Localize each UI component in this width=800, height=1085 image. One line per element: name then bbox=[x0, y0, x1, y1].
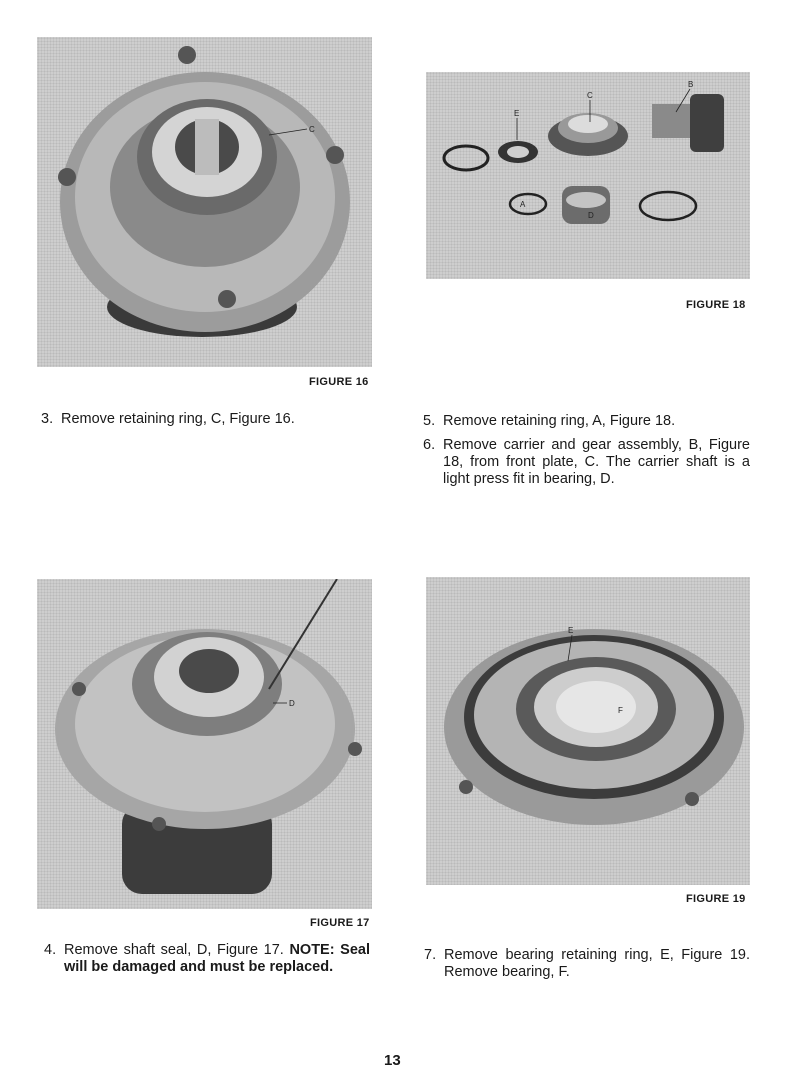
step-5-text: Remove retaining ring, A, Figure 18. bbox=[443, 413, 676, 429]
step-6: 6. Remove carrier and gear assembly, B, … bbox=[423, 437, 750, 497]
figure-19-plate-illustration: E F bbox=[444, 626, 744, 825]
step-4-body: Remove shaft seal, D, Figure 17. NOTE: S… bbox=[64, 942, 370, 976]
step-4-note: NOTE: Seal will be damaged and must be r… bbox=[64, 942, 370, 975]
step-4-number: 4. bbox=[44, 942, 57, 958]
step-6-number: 6. bbox=[423, 437, 436, 453]
step-4: 4. Remove shaft seal, D, Figure 17. NOTE… bbox=[44, 942, 370, 982]
figure-16-label-c: C bbox=[309, 125, 315, 134]
figure-18-label-c: C bbox=[587, 91, 593, 100]
step-7-text: Remove bearing retaining ring, E, Figure… bbox=[444, 947, 750, 980]
figure-19-label-e: E bbox=[568, 626, 573, 635]
figure-19-label-f: F bbox=[618, 706, 623, 715]
figure-18-parts-illustration: E C B A D bbox=[442, 80, 724, 224]
figure-16-housing-illustration: C bbox=[58, 46, 350, 337]
figure-18-label-b: B bbox=[688, 80, 693, 89]
figure-18-label-e: E bbox=[514, 109, 519, 118]
figure-17-label-d: D bbox=[289, 699, 295, 708]
figure-17-photo: D bbox=[37, 579, 372, 909]
step-3-text: Remove retaining ring, C, Figure 16. bbox=[61, 411, 295, 427]
step-5: 5. Remove retaining ring, A, Figure 18. bbox=[423, 413, 750, 433]
figure-19-photo: E F bbox=[426, 577, 750, 885]
figure-17-housing-illustration: D bbox=[55, 579, 362, 894]
figure-18-label-a: A bbox=[520, 200, 526, 209]
step-7: 7. Remove bearing retaining ring, E, Fig… bbox=[424, 947, 750, 987]
figure-16-caption: FIGURE 16 bbox=[309, 376, 369, 388]
step-3-number: 3. bbox=[41, 411, 54, 427]
figure-18-label-d: D bbox=[588, 211, 594, 220]
figure-18-caption: FIGURE 18 bbox=[686, 299, 746, 311]
step-5-number: 5. bbox=[423, 413, 436, 429]
figure-16-photo: C bbox=[37, 37, 372, 367]
step-4-text: Remove shaft seal, D, Figure 17. bbox=[64, 942, 284, 958]
page-number: 13 bbox=[384, 1052, 401, 1069]
step-6-text: Remove carrier and gear assembly, B, Fig… bbox=[443, 437, 750, 487]
figure-19-caption: FIGURE 19 bbox=[686, 893, 746, 905]
step-7-number: 7. bbox=[424, 947, 437, 963]
step-3: 3. Remove retaining ring, C, Figure 16. bbox=[41, 411, 341, 431]
figure-17-caption: FIGURE 17 bbox=[310, 917, 370, 929]
figure-18-photo: E C B A D bbox=[426, 72, 750, 279]
